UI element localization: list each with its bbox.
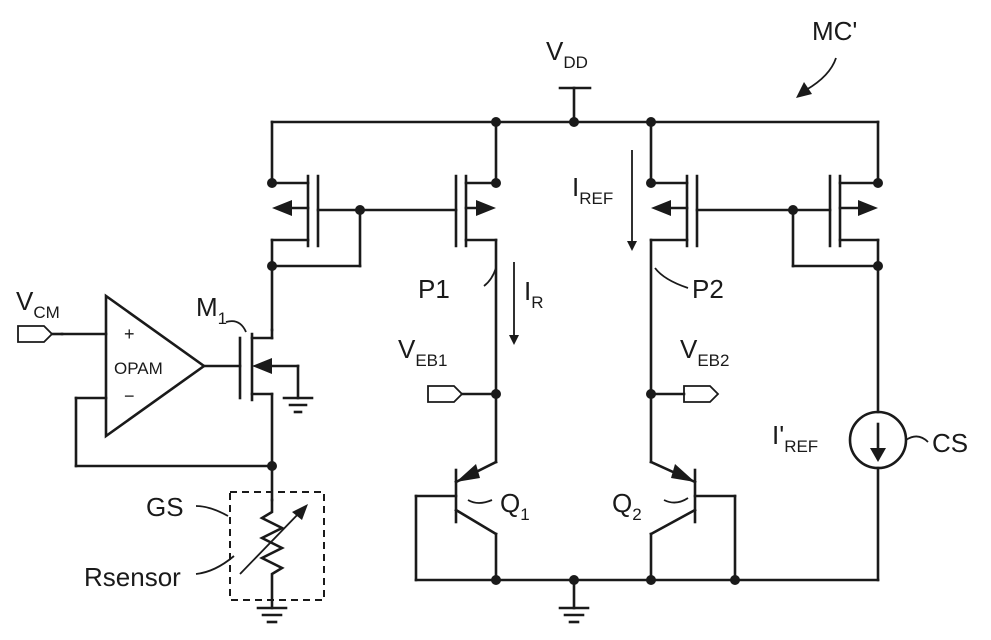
m1-label: M1 [196, 292, 227, 328]
current-arrows [509, 57, 837, 345]
p1-label: P1 [418, 274, 450, 304]
p2-label: P2 [692, 274, 724, 304]
vcm-label: VCM [16, 286, 60, 322]
p1-leader [483, 267, 497, 287]
gas-sensor [195, 491, 325, 624]
figure-ref-label: MC' [812, 16, 857, 46]
bjt-q1 [414, 389, 880, 585]
pmos-mirror-right-2 [791, 120, 883, 414]
cs-label: CS [932, 428, 968, 458]
veb2-label: VEB2 [680, 334, 729, 370]
ground-symbol [558, 578, 590, 624]
opamp-plus: + [124, 324, 135, 344]
rsensor-label: Rsensor [84, 562, 181, 592]
bjt-q2 [646, 389, 737, 582]
opamp-minus: − [124, 386, 135, 406]
p2-leader [654, 267, 689, 289]
nmos-m1 [225, 320, 314, 502]
iref-label: IREF [572, 172, 613, 208]
q1-label: Q1 [500, 488, 530, 524]
current-source [848, 410, 929, 582]
opamp [17, 293, 274, 468]
ir-label: IR [524, 276, 544, 312]
q2-label: Q2 [612, 488, 642, 524]
pmos-mirror-right-1 [646, 120, 832, 464]
veb-terminals [427, 385, 720, 403]
vdd-label: VDD [546, 36, 588, 72]
veb1-label: VEB1 [398, 334, 447, 370]
vdd-rail [270, 86, 880, 127]
pmos-mirror-left-2 [454, 120, 501, 464]
opamp-label: OPAM [114, 359, 163, 378]
gs-label: GS [146, 492, 184, 522]
pmos-mirror-left-1 [267, 120, 458, 332]
iref-prime-label: I'REF [772, 420, 818, 456]
